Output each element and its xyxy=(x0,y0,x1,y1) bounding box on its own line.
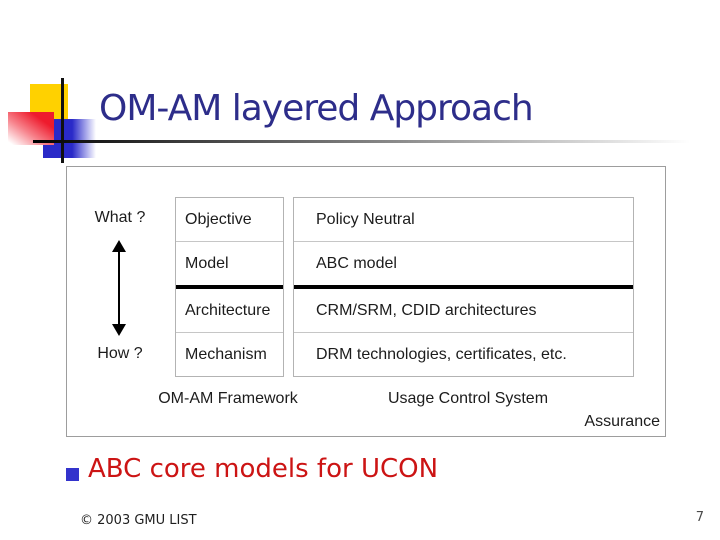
omam-framework-label: OM-AM Framework xyxy=(158,390,298,407)
title-underline-rule xyxy=(33,140,690,143)
omam-layers-column: Objective Model Architecture Mechanism xyxy=(175,197,284,377)
slide-title: OM-AM layered Approach xyxy=(99,88,534,129)
what-how-arrow-line xyxy=(118,251,120,326)
ucon-row-policy-neutral: Policy Neutral xyxy=(294,198,633,242)
usage-control-system-label: Usage Control System xyxy=(387,390,549,407)
arrow-down-icon xyxy=(112,324,126,336)
omam-row-model: Model xyxy=(176,242,283,289)
arrow-up-icon xyxy=(112,240,126,252)
omam-row-architecture: Architecture xyxy=(176,289,283,333)
ucon-row-architectures: CRM/SRM, CDID architectures xyxy=(294,289,633,333)
bullet-text: ABC core models for UCON xyxy=(88,454,439,484)
omam-row-mechanism: Mechanism xyxy=(185,345,267,363)
how-label: How ? xyxy=(97,345,143,362)
ucon-row-drm-technologies: DRM technologies, certificates, etc. xyxy=(316,345,567,363)
page-number: 7 xyxy=(695,510,704,525)
ucon-row-abc-model: ABC model xyxy=(294,242,633,289)
omam-row-objective: Objective xyxy=(176,198,283,242)
logo-red-square xyxy=(8,112,54,145)
what-label: What ? xyxy=(94,209,146,226)
logo-crosshair-vertical-line xyxy=(61,78,64,163)
ucon-layers-column: Policy Neutral ABC model CRM/SRM, CDID a… xyxy=(293,197,634,377)
assurance-label: Assurance xyxy=(584,413,660,430)
footer-copyright: © 2003 GMU LIST xyxy=(80,513,197,528)
bullet-square-icon xyxy=(66,468,79,481)
